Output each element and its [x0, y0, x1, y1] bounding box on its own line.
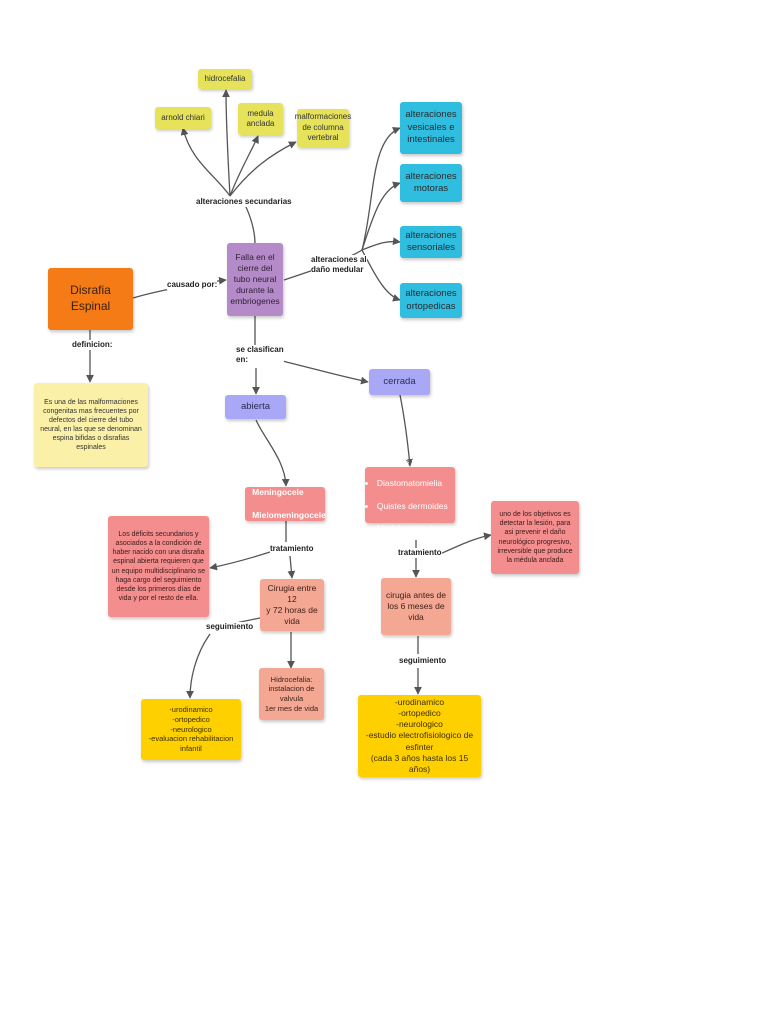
link-tratamiento-deficits	[209, 551, 271, 571]
label-definicion: definicion:	[72, 340, 113, 350]
link-seguimiento-gold	[186, 633, 211, 699]
alteraciones-vesicales-node: alteraciones vesicales e intestinales	[400, 102, 462, 154]
disrafia-espinal-node: Disrafia Espinal	[48, 268, 133, 330]
label-alteraciones-secundarias: alteraciones secundarias	[196, 197, 292, 207]
falla-cierre-node: Falla en el cierre del tubo neural duran…	[227, 243, 283, 316]
cirugia-cerrada-node: cirugia antes de los 6 meses de vida	[381, 578, 451, 635]
deficits-node: Los déficits secundarios y asociados a l…	[108, 516, 209, 617]
malformaciones-columna-node: malformaciones de columna vertebral	[295, 109, 351, 147]
alteraciones-motoras-node: alteraciones motoras	[400, 164, 462, 202]
objetivos-node: uno de los objetivos es detectar la lesi…	[491, 501, 579, 574]
type-diastomatomielia: Diastomatomielia	[377, 478, 451, 489]
link-falla-secundarias	[244, 204, 256, 245]
label-seguimiento-abierta: seguimiento	[206, 622, 254, 632]
label-causado-por: causado por:	[167, 280, 218, 290]
label-seguimiento-cerrada: seguimiento	[399, 656, 447, 666]
link-secundarias-hidrocefalia	[222, 89, 231, 197]
definicion-node: Es una de las malformaciones congenitas …	[34, 383, 148, 467]
link-secundarias-medula	[229, 135, 259, 197]
label-alteraciones-dano: alteraciones al daño medular	[311, 255, 367, 275]
link-dano-vesicales	[361, 127, 401, 251]
alteraciones-sensoriales-node: alteraciones sensoriales	[400, 226, 462, 258]
hidrocefalia-valvula-node: Hidrocefalia: instalacion de valvula 1er…	[259, 668, 324, 720]
hidrocefalia-top-node: hidrocefalia	[198, 69, 252, 89]
type-medula-anclada: Medula anclada	[377, 523, 451, 534]
cirugia-abierta-node: Cirugia entre 12 y 72 horas de vida	[260, 579, 324, 631]
link-dano-ortopedicas	[361, 249, 401, 302]
label-tratamiento-cerrada: tratamiento	[398, 548, 442, 558]
link-dano-motoras	[361, 181, 401, 251]
type-meningocele: Meningocele	[252, 487, 326, 498]
cerrada-types-list: Lipomas medulares Diastomatomielia Quist…	[369, 445, 451, 544]
abierta-node: abierta	[225, 395, 286, 419]
type-quistes: Quistes dermoides	[377, 501, 451, 512]
link-clasifican-cerrada	[269, 357, 369, 385]
label-tratamiento-abierta: tratamiento	[270, 544, 314, 554]
label-se-clasifican: se clasifican en:	[236, 345, 284, 365]
type-lipomas: Lipomas medulares	[377, 456, 451, 467]
link-secundarias-arnold	[180, 127, 231, 197]
alteraciones-ortopedicas-node: alteraciones ortopedicas	[400, 283, 462, 318]
cerrada-node: cerrada	[369, 369, 430, 395]
seguimiento-cerrada-node: -urodinamico -ortopedico -neurologico -e…	[358, 695, 481, 777]
link-tratamiento-cirugia	[287, 555, 296, 579]
abierta-types-node: Meningocele Mielomeningocele	[245, 487, 326, 521]
link-dano-sensoriales	[361, 237, 401, 251]
arnold-chiari-node: arnold chiari	[155, 107, 211, 129]
medula-anclada-top-node: medula anclada	[238, 103, 283, 135]
seguimiento-abierta-node: -urodinamico -ortopedico -neurologico -e…	[141, 699, 241, 760]
link-secundarias-malformaciones	[229, 141, 297, 197]
cerrada-types-node: Lipomas medulares Diastomatomielia Quist…	[365, 456, 455, 533]
abierta-types-list: Meningocele Mielomeningocele	[244, 476, 326, 531]
type-mielomeningocele: Mielomeningocele	[252, 510, 326, 521]
